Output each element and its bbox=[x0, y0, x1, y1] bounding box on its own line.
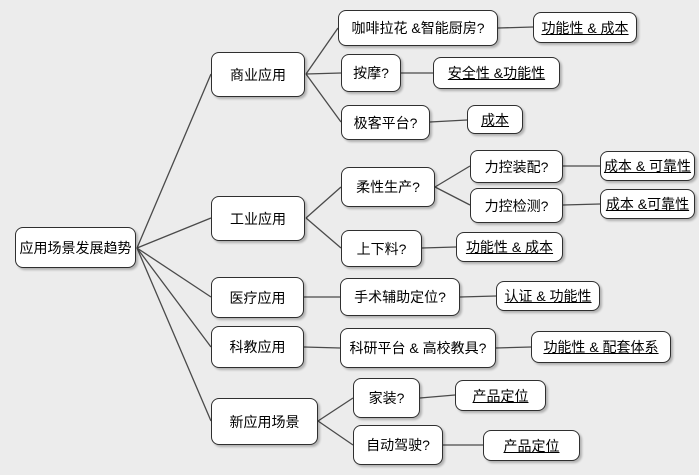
connector bbox=[459, 295, 497, 298]
connector bbox=[434, 186, 471, 206]
branch-industrial-apps: 工业应用 bbox=[211, 196, 305, 241]
connector bbox=[136, 247, 212, 422]
connector bbox=[305, 73, 342, 123]
connector bbox=[429, 119, 468, 123]
topic-surgical-positioning: 手术辅助定位? bbox=[340, 278, 460, 316]
connector bbox=[303, 346, 341, 349]
connector bbox=[317, 420, 354, 446]
branch-medical-apps: 医疗应用 bbox=[211, 277, 304, 318]
leaf-cost: 成本 bbox=[467, 105, 523, 134]
connector bbox=[136, 247, 212, 348]
branch-commercial-apps: 商业应用 bbox=[211, 52, 305, 97]
connector bbox=[317, 397, 354, 422]
topic-flexible-production: 柔性生产? bbox=[341, 167, 435, 207]
connector bbox=[136, 217, 212, 249]
subtopic-force-control-assembly: 力控装配? bbox=[470, 150, 563, 183]
leaf-functionality-cost-coffee: 功能性 & 成本 bbox=[533, 12, 637, 43]
topic-coffee-smart-kitchen: 咖啡拉花 &智能厨房? bbox=[338, 10, 498, 46]
topic-geek-platform: 极客平台? bbox=[341, 105, 430, 140]
leaf-cost-reliability-detection: 成本 &可靠性 bbox=[600, 189, 695, 219]
connector bbox=[419, 394, 456, 399]
connector bbox=[434, 165, 471, 188]
branch-science-education-apps: 科教应用 bbox=[211, 326, 304, 368]
connector bbox=[136, 247, 212, 298]
leaf-functionality-support-system: 功能性 & 配套体系 bbox=[531, 331, 671, 363]
topic-massage: 按摩? bbox=[341, 54, 401, 92]
branch-new-application-scenarios: 新应用场景 bbox=[211, 398, 318, 445]
subtopic-force-control-detection: 力控检测? bbox=[470, 188, 563, 223]
connector bbox=[136, 73, 212, 249]
connector bbox=[421, 246, 457, 249]
connector bbox=[305, 72, 342, 75]
leaf-cost-reliability-assembly: 成本 & 可靠性 bbox=[600, 151, 695, 181]
topic-home-decoration: 家装? bbox=[353, 378, 420, 418]
topic-research-platform-teaching: 科研平台 & 高校教具? bbox=[340, 328, 496, 368]
connector bbox=[562, 203, 601, 206]
topic-loading-unloading: 上下料? bbox=[341, 230, 422, 267]
leaf-product-positioning-home: 产品定位 bbox=[455, 380, 546, 411]
connector bbox=[497, 26, 534, 29]
connector bbox=[305, 217, 342, 249]
leaf-safety-functionality: 安全性 &功能性 bbox=[433, 57, 560, 89]
leaf-certification-functionality: 认证 & 功能性 bbox=[496, 281, 600, 311]
topic-autonomous-driving: 自动驾驶? bbox=[353, 425, 443, 465]
connector bbox=[495, 346, 532, 349]
node-root: 应用场景发展趋势 bbox=[15, 227, 136, 268]
connector bbox=[305, 186, 342, 219]
connector bbox=[305, 27, 339, 75]
leaf-functionality-cost-loading: 功能性 & 成本 bbox=[456, 232, 563, 262]
leaf-product-positioning-driving: 产品定位 bbox=[483, 430, 580, 461]
